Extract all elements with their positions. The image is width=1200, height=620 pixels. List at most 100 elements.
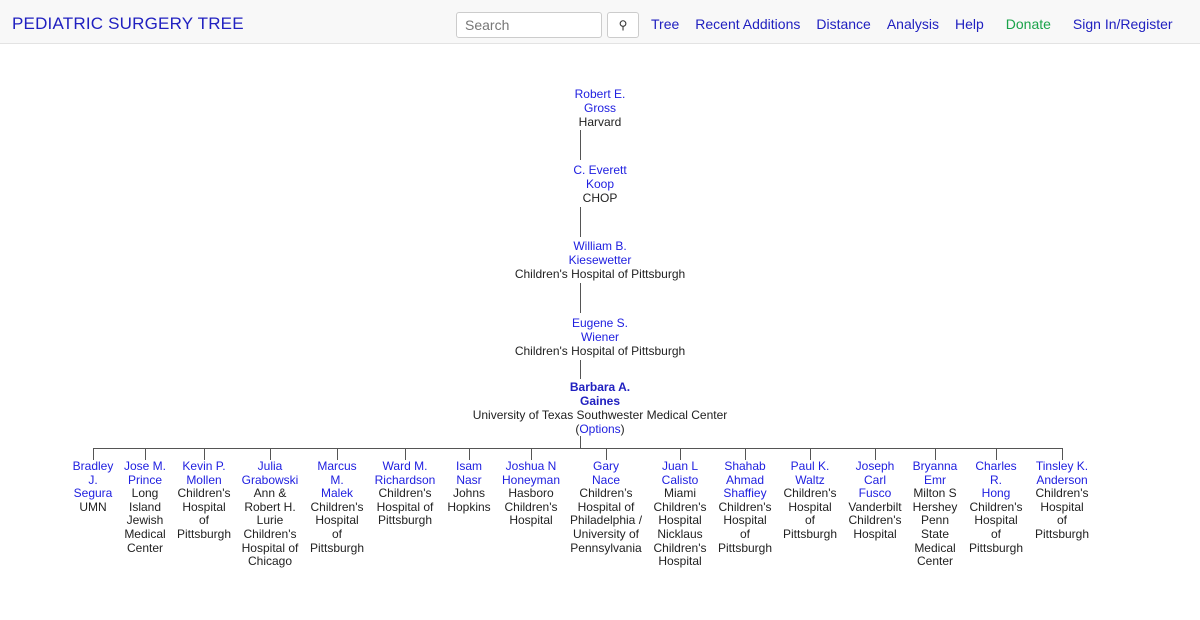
ancestor-node: William B.Kiesewetter Children's Hospita… (0, 239, 1200, 281)
options-wrapper: (Options) (575, 422, 625, 436)
search-button[interactable]: ⚲ (607, 12, 639, 38)
nav-help[interactable]: Help (954, 16, 984, 32)
magnifier-icon: ⚲ (618, 18, 628, 32)
top-navbar: PEDIATRIC SURGERY TREE ⚲ Tree Recent Addi… (0, 0, 1200, 44)
child-connector (270, 448, 271, 460)
child-name-link[interactable]: Ward M.Richardson (374, 459, 436, 487)
child-connector (935, 448, 936, 460)
focus-institution: University of Texas Southwester Medical … (472, 408, 728, 422)
ancestor-name-link[interactable]: Robert E.Gross (574, 87, 626, 115)
tree-connector (580, 130, 581, 160)
child-connector (875, 448, 876, 460)
child-connector (1062, 448, 1063, 460)
tree-connector (580, 207, 581, 237)
ancestor-institution: Harvard (578, 115, 622, 129)
focus-name-link[interactable]: Barbara A.Gaines (569, 380, 631, 408)
ancestor-institution: Children's Hospital of Pittsburgh (514, 344, 686, 358)
child-connector (204, 448, 205, 460)
children-connector (93, 448, 1062, 449)
focus-node: Barbara A.Gaines University of Texas Sou… (0, 380, 1200, 436)
ancestor-node: Robert E.Gross Harvard (0, 87, 1200, 129)
ancestor-name-link[interactable]: Eugene S.Wiener (571, 316, 629, 344)
nav-links: Tree Recent Additions Distance Analysis Help… (651, 16, 1173, 32)
child-name-link[interactable]: Jose M.Prince (123, 459, 166, 487)
ancestor-node: Eugene S.Wiener Children's Hospital of P… (0, 316, 1200, 358)
child-connector (469, 448, 470, 460)
child-connector (606, 448, 607, 460)
child-name-link[interactable]: Paul K.Waltz (790, 459, 830, 487)
search-input[interactable] (456, 12, 602, 38)
child-institution: UMN (79, 499, 107, 514)
site-title[interactable]: PEDIATRIC SURGERY TREE (12, 14, 244, 33)
child-connector (531, 448, 532, 460)
ancestor-institution: CHOP (582, 191, 618, 205)
child-connector (680, 448, 681, 460)
sign-in-register-link[interactable]: Sign In/Register (1072, 16, 1173, 32)
options-link[interactable]: Options (579, 422, 621, 436)
child-name-link[interactable]: Tinsley K.Anderson (1035, 459, 1089, 487)
child-connector (93, 448, 94, 460)
child-connector (145, 448, 146, 460)
child-connector (405, 448, 406, 460)
nav-tree[interactable]: Tree (651, 16, 680, 32)
child-connector (337, 448, 338, 460)
child-connector (810, 448, 811, 460)
donate-link[interactable]: Donate (1005, 16, 1051, 32)
child-name-link[interactable]: Kevin P.Mollen (182, 459, 226, 487)
tree-connector (580, 283, 581, 313)
nav-distance[interactable]: Distance (816, 16, 871, 32)
ancestor-institution: Children's Hospital of Pittsburgh (514, 267, 686, 281)
child-connector (745, 448, 746, 460)
tree-connector (580, 360, 581, 379)
child-connector (996, 448, 997, 460)
nav-recent-additions[interactable]: Recent Additions (695, 16, 801, 32)
tree-connector (580, 436, 581, 448)
nav-analysis[interactable]: Analysis (886, 16, 939, 32)
ancestor-name-link[interactable]: William B.Kiesewetter (568, 239, 632, 267)
